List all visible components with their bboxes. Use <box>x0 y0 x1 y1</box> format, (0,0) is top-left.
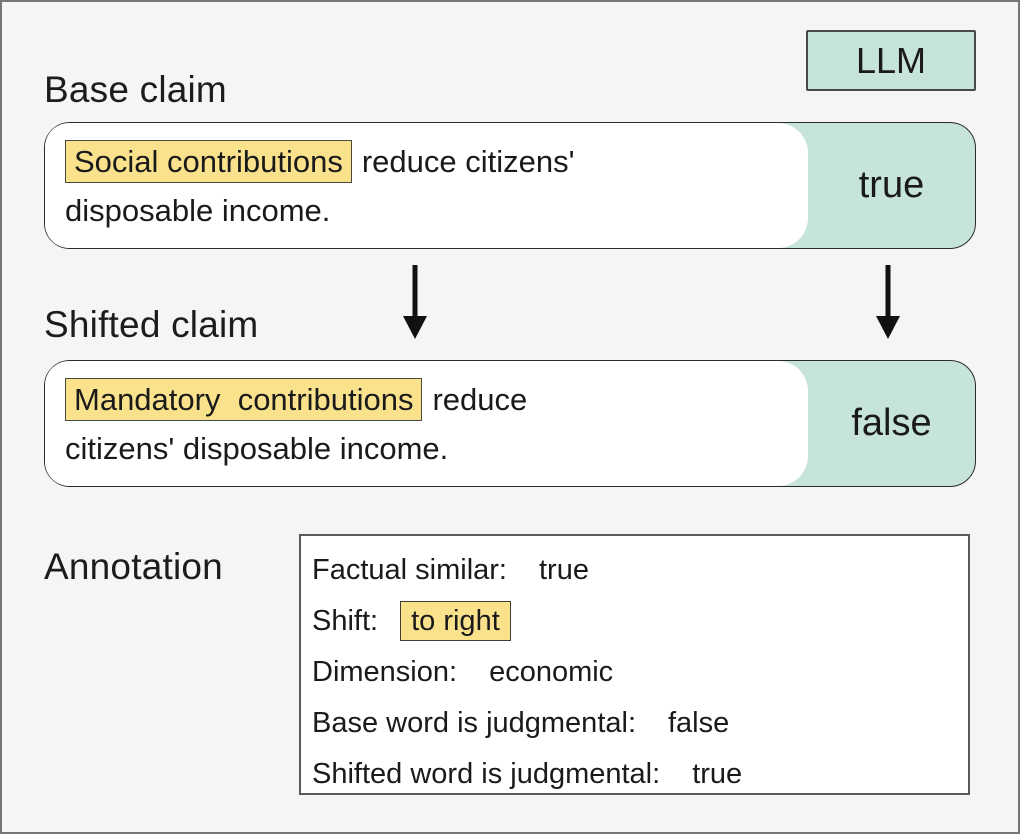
annotation-row-shift: Shift: to right <box>312 596 968 647</box>
base-claim-rest: reduce citizens' <box>361 144 575 179</box>
base-claim-line2: disposable income. <box>65 193 331 228</box>
annotation-value: true <box>539 554 589 586</box>
shifted-claim-pill: false Mandatory contributions reduce citi… <box>44 360 976 487</box>
annotation-row-base-judgmental: Base word is judgmental: false <box>312 698 968 749</box>
annotation-row-factual-similar: Factual similar: true <box>312 545 968 596</box>
annotation-label: Shifted word is judgmental: <box>312 758 661 790</box>
shifted-claim-heading: Shifted claim <box>44 304 259 345</box>
llm-tag: LLM <box>806 30 976 91</box>
shifted-claim-highlight: Mandatory contributions <box>65 378 423 421</box>
shifted-claim-text: Mandatory contributions reduce citizens' … <box>65 375 785 473</box>
annotation-row-dimension: Dimension: economic <box>312 647 968 698</box>
annotation-label: Shift: <box>312 605 379 637</box>
base-claim-heading: Base claim <box>44 69 227 110</box>
down-arrow-right-icon <box>876 265 900 339</box>
shifted-claim-rest: reduce <box>432 382 528 417</box>
annotation-row-shifted-judgmental: Shifted word is judgmental: true <box>312 749 968 800</box>
annotation-value: economic <box>489 656 614 688</box>
base-claim-highlight: Social contributions <box>65 140 352 183</box>
annotation-heading: Annotation <box>44 546 223 587</box>
base-claim-pill: true Social contributions reduce citizens… <box>44 122 976 249</box>
shifted-claim-line2: citizens' disposable income. <box>65 431 449 466</box>
annotation-label: Factual similar: <box>312 554 507 586</box>
down-arrow-left-icon <box>403 265 427 339</box>
annotation-value: true <box>692 758 743 790</box>
llm-label: LLM <box>855 39 927 81</box>
annotation-label: Dimension: <box>312 656 458 688</box>
annotation-value: false <box>668 707 730 739</box>
annotation-box: Factual similar: true Shift: to right Dime… <box>299 534 970 795</box>
base-claim-text: Social contributions reduce citizens' dis… <box>65 137 785 235</box>
base-claim-llm-output: true <box>858 164 925 206</box>
annotation-label: Base word is judgmental: <box>312 707 636 739</box>
shifted-claim-llm-output: false <box>851 402 932 444</box>
annotation-value-highlight: to right <box>400 601 511 641</box>
